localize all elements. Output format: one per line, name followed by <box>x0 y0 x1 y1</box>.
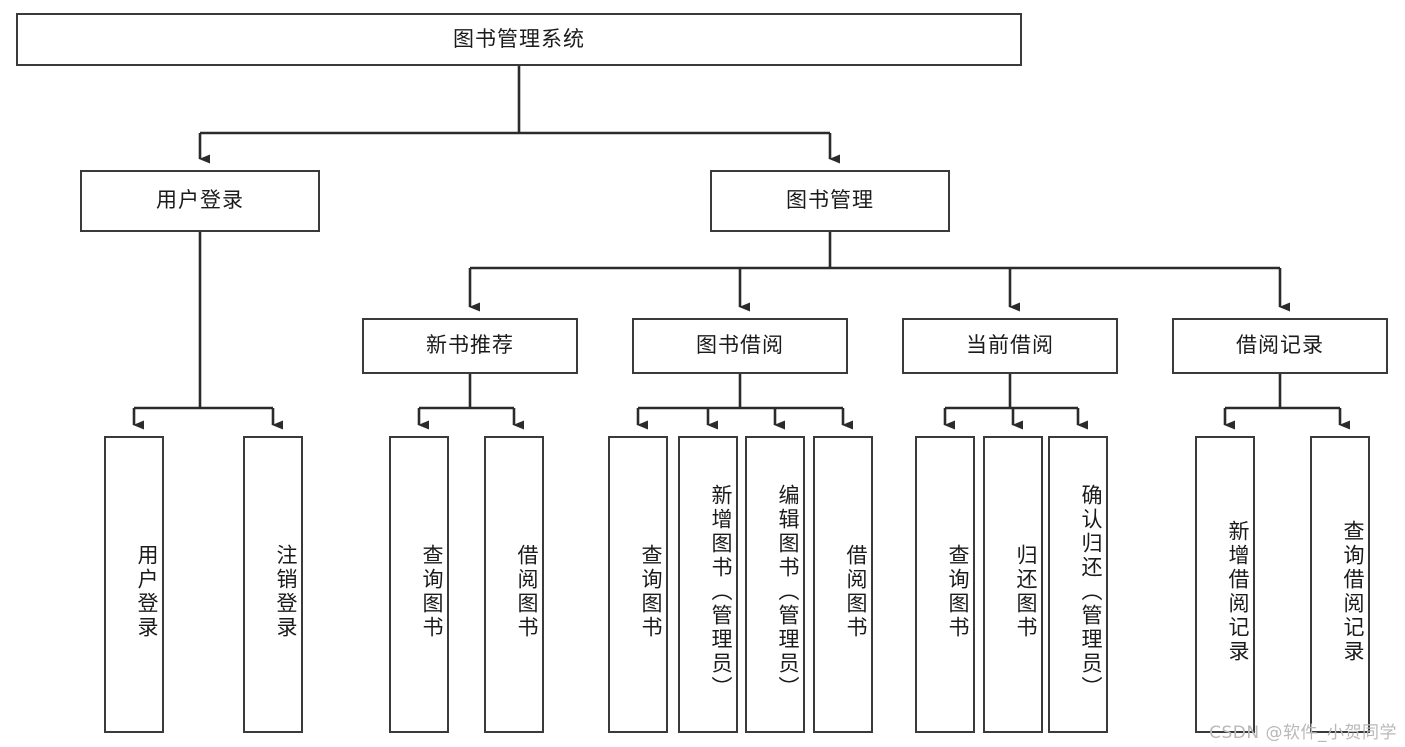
node-leaf-return-book[interactable]: 归还图书 <box>983 436 1043 733</box>
node-leaf-borrow-book-rec-label: 借阅图书 <box>515 543 539 640</box>
node-leaf-query-book-bb-label: 查询图书 <box>639 543 663 640</box>
node-leaf-query-book-cb[interactable]: 查询图书 <box>915 436 975 733</box>
node-book-manage[interactable]: 图书管理 <box>710 170 950 232</box>
node-leaf-confirm-return[interactable]: 确认归还（管理员） <box>1048 436 1108 733</box>
node-borrow-record-label: 借阅记录 <box>1236 333 1324 358</box>
node-book-borrow[interactable]: 图书借阅 <box>632 318 848 374</box>
node-book-borrow-label: 图书借阅 <box>696 333 784 358</box>
node-user-login[interactable]: 用户登录 <box>80 170 320 232</box>
node-book-manage-label: 图书管理 <box>786 188 874 213</box>
node-leaf-user-login-label: 用户登录 <box>135 543 159 640</box>
node-root-label: 图书管理系统 <box>453 26 585 51</box>
node-leaf-borrow-book-bb[interactable]: 借阅图书 <box>813 436 873 733</box>
node-current-borrow-label: 当前借阅 <box>966 333 1054 358</box>
node-leaf-add-record-label: 新增借阅记录 <box>1226 519 1250 664</box>
node-leaf-add-record[interactable]: 新增借阅记录 <box>1195 436 1255 733</box>
node-leaf-return-book-label: 归还图书 <box>1014 543 1038 640</box>
node-leaf-query-book-bb[interactable]: 查询图书 <box>608 436 668 733</box>
node-leaf-user-login[interactable]: 用户登录 <box>104 436 164 733</box>
node-leaf-add-book[interactable]: 新增图书（管理员） <box>678 436 738 733</box>
node-leaf-edit-book-label: 编辑图书（管理员） <box>776 483 800 700</box>
node-leaf-query-book-rec-label: 查询图书 <box>420 543 444 640</box>
node-leaf-borrow-book-rec[interactable]: 借阅图书 <box>484 436 544 733</box>
node-leaf-user-logout-label: 注销登录 <box>274 543 298 640</box>
node-root[interactable]: 图书管理系统 <box>16 13 1022 66</box>
node-leaf-borrow-book-bb-label: 借阅图书 <box>844 543 868 640</box>
node-leaf-confirm-return-label: 确认归还（管理员） <box>1079 483 1103 700</box>
node-leaf-query-record-label: 查询借阅记录 <box>1341 519 1365 664</box>
node-leaf-query-book-cb-label: 查询图书 <box>946 543 970 640</box>
node-user-login-label: 用户登录 <box>156 188 244 213</box>
node-new-book-rec[interactable]: 新书推荐 <box>362 318 578 374</box>
watermark-text: CSDN @软件_小贺同学 <box>1209 723 1397 743</box>
node-leaf-query-record[interactable]: 查询借阅记录 <box>1310 436 1370 733</box>
node-leaf-user-logout[interactable]: 注销登录 <box>243 436 303 733</box>
node-leaf-add-book-label: 新增图书（管理员） <box>709 483 733 700</box>
node-leaf-query-book-rec[interactable]: 查询图书 <box>389 436 449 733</box>
node-new-book-rec-label: 新书推荐 <box>426 333 514 358</box>
node-current-borrow[interactable]: 当前借阅 <box>902 318 1118 374</box>
node-leaf-edit-book[interactable]: 编辑图书（管理员） <box>745 436 805 733</box>
node-borrow-record[interactable]: 借阅记录 <box>1172 318 1388 374</box>
